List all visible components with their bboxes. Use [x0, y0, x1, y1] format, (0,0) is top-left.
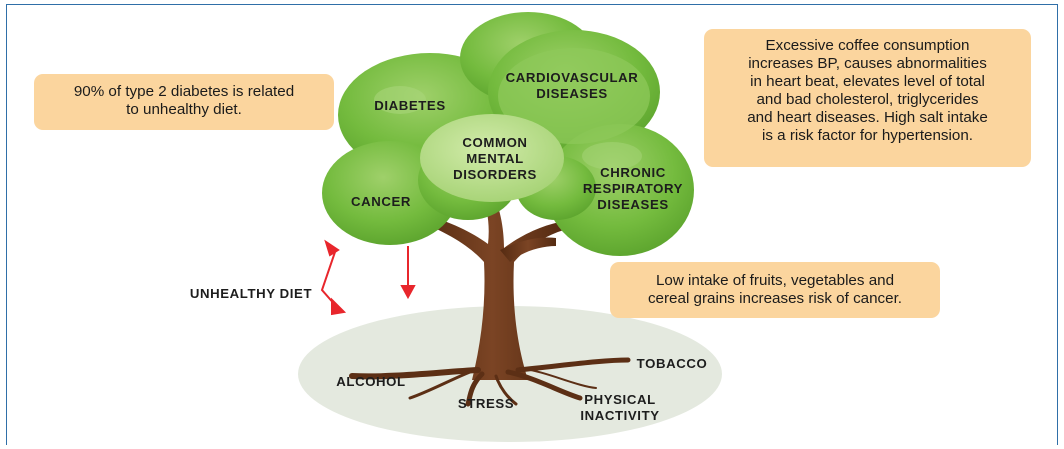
disease-label-cancer: CANCER	[350, 194, 411, 209]
disease-label-mental: COMMON MENTAL DISORDERS	[453, 135, 537, 182]
fruit-fact-callout: Low intake of fruits, vegetables and cer…	[610, 262, 940, 318]
risk-label-alcohol: ALCOHOL	[336, 374, 406, 389]
risk-label-unhealthy-diet: UNHEALTHY DIET	[189, 286, 313, 301]
figure-frame	[6, 4, 1058, 445]
canopy-highlights	[374, 48, 650, 202]
disease-label-respiratory: CHRONIC RESPIRATORY DISEASES	[582, 165, 684, 212]
disease-label-cardiovascular: CARDIOVASCULAR DISEASES	[505, 70, 639, 101]
risk-label-tobacco: TOBACCO	[636, 356, 708, 371]
tree-trunk	[420, 186, 564, 380]
coffee-fact-callout: Excessive coffee consumption increases B…	[704, 29, 1031, 167]
disease-label-diabetes: DIABETES	[374, 98, 446, 113]
risk-label-stress: STRESS	[457, 396, 515, 411]
risk-label-physical-inactivity: PHYSICAL INACTIVITY	[580, 392, 660, 423]
red-arrows	[320, 239, 416, 316]
tree-roots	[349, 357, 631, 407]
diabetes-fact-callout: 90% of type 2 diabetes is related to unh…	[34, 74, 334, 130]
